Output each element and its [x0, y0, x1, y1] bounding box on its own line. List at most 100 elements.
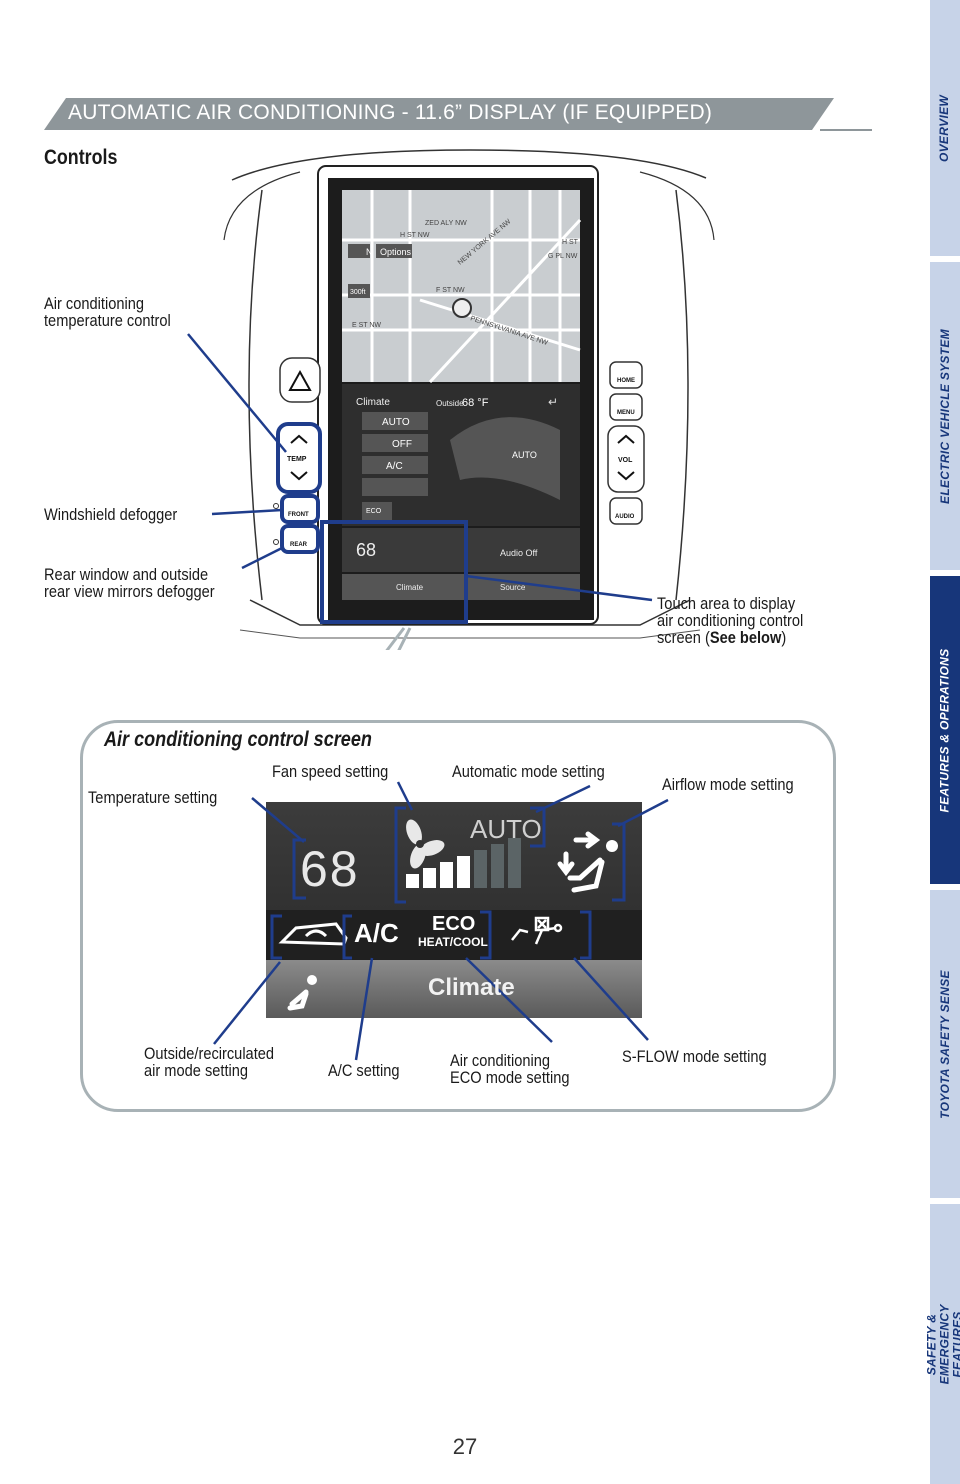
screen-ac-button[interactable]: [362, 456, 428, 474]
screen-outside-label: Outside: [436, 399, 464, 408]
screen-temp-value: 68: [356, 540, 376, 560]
sflow-icon: [511, 916, 563, 945]
touch-area-highlight[interactable]: [320, 520, 468, 624]
screen-ac-label: A/C: [386, 461, 403, 472]
zoom-ac-button[interactable]: A/C: [354, 918, 399, 948]
fan-speed-bar: [508, 838, 521, 888]
chevron-up-icon: [617, 434, 635, 444]
fan-icon: [406, 819, 445, 869]
callout-windshield-defogger: Windshield defogger: [44, 505, 178, 524]
tab-electric-vehicle-system[interactable]: ELECTRIC VEHICLE SYSTEM: [930, 262, 960, 570]
fan-speed-bar: [474, 850, 487, 888]
tab-label: ELECTRIC VEHICLE SYSTEM: [937, 328, 952, 504]
fan-speed-bars: [406, 838, 521, 888]
climate-screen-row: [266, 910, 642, 960]
street-label: H ST NW: [400, 232, 430, 239]
street-label: ZED ALY NW: [425, 220, 467, 227]
callout-paren: ): [781, 628, 787, 647]
label-fan-speed-setting: Fan speed setting: [272, 762, 389, 781]
screen-eco-button[interactable]: [362, 502, 392, 520]
label-sflow-mode-setting: S-FLOW mode setting: [622, 1047, 767, 1066]
screen-bottom-source[interactable]: Source: [500, 583, 526, 592]
home-button[interactable]: [609, 361, 643, 389]
panel-title: Air conditioning control screen: [104, 728, 372, 751]
screen-off-label: OFF: [392, 439, 412, 450]
zoom-temp-value[interactable]: 68: [300, 841, 360, 897]
tab-label: OVERVIEW: [937, 94, 952, 162]
zoom-eco-button[interactable]: ECO: [432, 913, 476, 935]
dashboard-illustration: N Options 300ft ZED ALY NW H ST NW F ST …: [223, 149, 715, 650]
recirc-car-icon: [278, 922, 348, 946]
label-automatic-mode-setting: Automatic mode setting: [452, 762, 605, 781]
menu-button[interactable]: [609, 393, 643, 421]
map-scale: 300ft: [350, 289, 366, 296]
map-options[interactable]: Options: [380, 247, 412, 257]
screen-climate-title: Climate: [356, 397, 390, 408]
label-outside-recirc-setting: Outside/recirculated air mode setting: [144, 1044, 275, 1080]
tab-overview[interactable]: OVERVIEW: [930, 0, 960, 256]
menu-label: MENU: [617, 410, 635, 416]
chevron-up-icon: [290, 434, 308, 444]
screen-recirc-button[interactable]: [362, 478, 428, 496]
fan-speed-bar: [406, 874, 419, 888]
screen-outside-temp: 68 °F: [462, 397, 489, 409]
screen-auto-button[interactable]: [362, 412, 428, 430]
fan-speed-bar: [423, 868, 436, 888]
fan-speed-bar: [457, 856, 470, 888]
callout-touch-area-text: Touch area to display air conditioning c…: [657, 594, 804, 647]
tab-label: SAFETY & EMERGENCY FEATURES: [924, 1303, 960, 1384]
front-defogger-button[interactable]: [280, 494, 320, 524]
callout-leaders: [187, 333, 653, 602]
street-label: G PL NW: [548, 253, 578, 260]
tab-features-operations[interactable]: FEATURES & OPERATIONS: [930, 576, 960, 884]
label-airflow-mode-setting: Airflow mode setting: [662, 775, 794, 794]
callout-temp-control: Air conditioning temperature control: [44, 294, 171, 330]
seat-airflow-icon: [287, 975, 317, 1011]
section-title: Controls: [44, 146, 118, 169]
screen-back-icon[interactable]: ↵: [548, 395, 558, 409]
label-eco-mode-setting: Air conditioning ECO mode setting: [450, 1051, 570, 1087]
volume-button[interactable]: [607, 425, 645, 493]
audio-button[interactable]: [609, 497, 643, 525]
label-ac-setting: A/C setting: [328, 1061, 400, 1080]
chevron-down-icon: [617, 471, 635, 481]
callout-rear-defogger: Rear window and outside rear view mirror…: [44, 565, 215, 601]
screen-bottom-climate[interactable]: Climate: [396, 583, 424, 592]
front-label: FRONT: [288, 512, 309, 518]
street-label: H ST: [562, 239, 579, 246]
home-label: HOME: [617, 378, 635, 384]
zoom-eco-sub: HEAT/COOL: [418, 935, 488, 949]
tab-safety-emergency-features[interactable]: SAFETY & EMERGENCY FEATURES: [925, 1204, 960, 1484]
screen-auto-label: AUTO: [382, 417, 410, 428]
page-number: 27: [452, 1434, 478, 1459]
airflow-icon: [557, 831, 618, 893]
screen-airflow-auto: AUTO: [512, 450, 537, 460]
zoom-auto-label[interactable]: AUTO: [470, 814, 542, 844]
zoom-screen-graphics: [213, 781, 669, 1061]
callout-see-below: See below: [709, 628, 782, 647]
street-label: E ST NW: [352, 322, 381, 329]
screen-audio-off: Audio Off: [500, 548, 538, 558]
temp-control-button[interactable]: [276, 422, 322, 494]
audio-label: AUDIO: [615, 514, 635, 520]
tab-label: FEATURES & OPERATIONS: [937, 648, 952, 812]
rear-label: REAR: [290, 542, 308, 548]
map-north: N: [366, 247, 373, 257]
page-title: AUTOMATIC AIR CONDITIONING - 11.6” DISPL…: [68, 101, 713, 124]
callout-touch-area: Touch area to display air conditioning c…: [657, 595, 803, 646]
header-rule: [820, 129, 872, 131]
fan-speed-bar: [491, 844, 504, 888]
street-label: F ST NW: [436, 287, 465, 294]
screen-eco-label: ECO: [366, 508, 382, 515]
climate-screen-bottom: [266, 960, 642, 1018]
screen-off-button[interactable]: [362, 434, 428, 452]
header-banner: [44, 98, 834, 130]
temp-label: TEMP: [287, 456, 307, 463]
fan-speed-bar: [440, 862, 453, 888]
rear-defogger-button[interactable]: [280, 524, 320, 554]
label-temperature-setting: Temperature setting: [88, 788, 218, 807]
tab-toyota-safety-sense[interactable]: TOYOTA SAFETY SENSE: [930, 890, 960, 1198]
vol-label: VOL: [618, 457, 633, 464]
chevron-down-icon: [290, 471, 308, 481]
zoom-climate-label[interactable]: Climate: [428, 974, 515, 1001]
